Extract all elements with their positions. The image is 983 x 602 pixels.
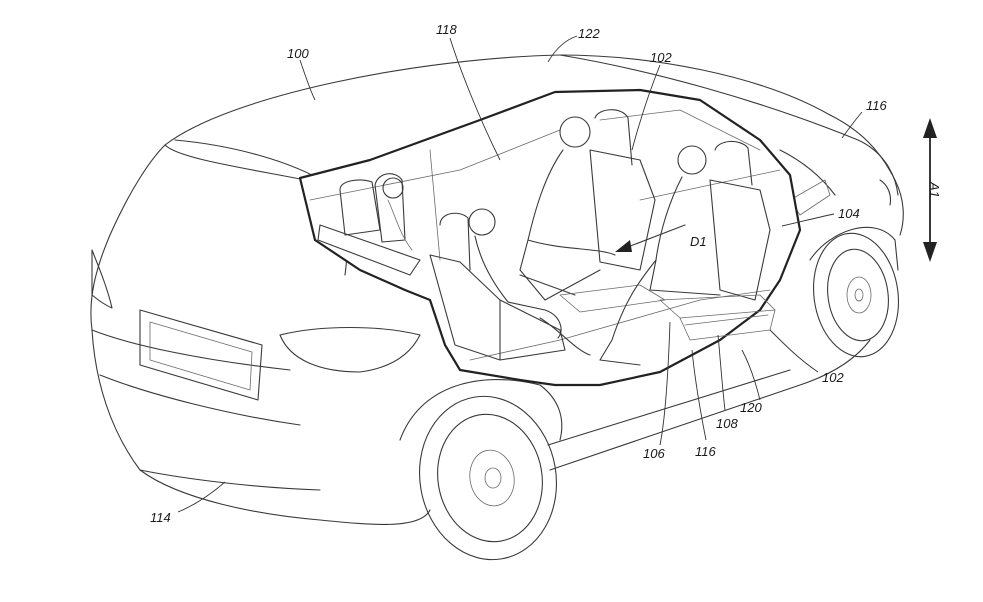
leader-122 [548, 36, 577, 62]
license-plate-inner [150, 322, 252, 390]
license-plate-recess [140, 310, 262, 400]
label-100: 100 [287, 46, 309, 61]
label-a1: A1 [927, 181, 942, 198]
leader-100 [300, 60, 315, 100]
label-102-bottom: 102 [822, 370, 844, 385]
label-d1: D1 [690, 234, 707, 249]
label-114: 114 [150, 510, 171, 525]
label-104: 104 [838, 206, 860, 221]
label-122: 122 [578, 26, 600, 41]
label-120: 120 [740, 400, 762, 415]
a1-head-up [923, 118, 937, 138]
label-118: 118 [436, 22, 457, 37]
leader-116-bottom [692, 350, 706, 440]
cabin-cutaway [300, 90, 800, 385]
leader-114 [178, 482, 225, 512]
a1-head-down [923, 242, 937, 262]
bumper-lower [140, 470, 320, 490]
rear-wheel [400, 380, 569, 571]
leader-120 [742, 350, 760, 400]
headlight [880, 180, 891, 205]
label-108: 108 [716, 416, 738, 431]
rear-lower-corner [320, 510, 430, 524]
right-tail-light [280, 328, 420, 373]
label-102-top: 102 [650, 50, 672, 65]
front-wheel [806, 227, 906, 362]
leader-102-bottom [770, 330, 818, 372]
label-116-bottom: 116 [695, 444, 716, 459]
rear-wheel-arch [400, 380, 562, 440]
leader-108 [718, 335, 725, 410]
label-106: 106 [643, 446, 665, 461]
label-116-top: 116 [866, 98, 887, 113]
